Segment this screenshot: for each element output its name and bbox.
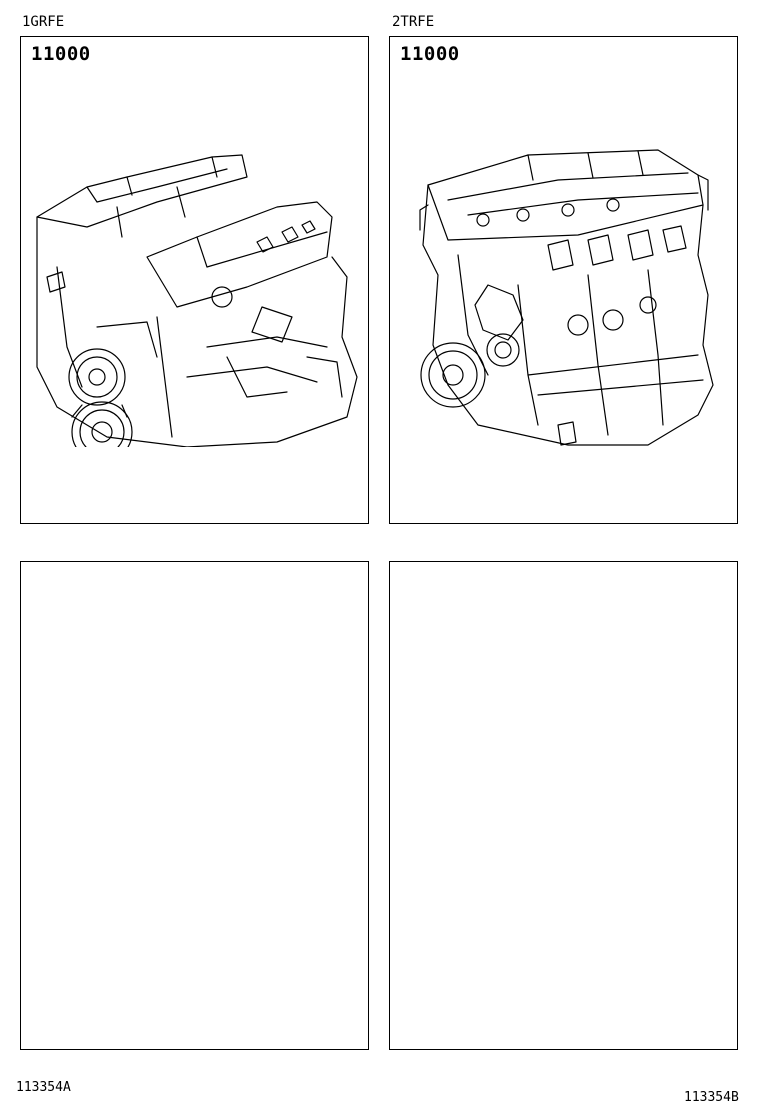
parts-panel-2[interactable]: 11000 — [389, 36, 738, 524]
parts-panel-3 — [20, 561, 369, 1050]
figure-code-right: 113354B — [684, 1090, 739, 1105]
figure-code-left: 113354A — [16, 1080, 71, 1095]
parts-panel-1[interactable]: 11000 — [20, 36, 369, 524]
part-number-2[interactable]: 11000 — [400, 43, 460, 65]
part-number-1[interactable]: 11000 — [31, 43, 91, 65]
v6-engine-illustration[interactable] — [27, 147, 367, 447]
inline4-engine-illustration[interactable] — [408, 145, 728, 455]
engine-code-label-2: 2TRFE — [392, 14, 435, 30]
parts-panel-4 — [389, 561, 738, 1050]
engine-code-label-1: 1GRFE — [22, 14, 65, 30]
